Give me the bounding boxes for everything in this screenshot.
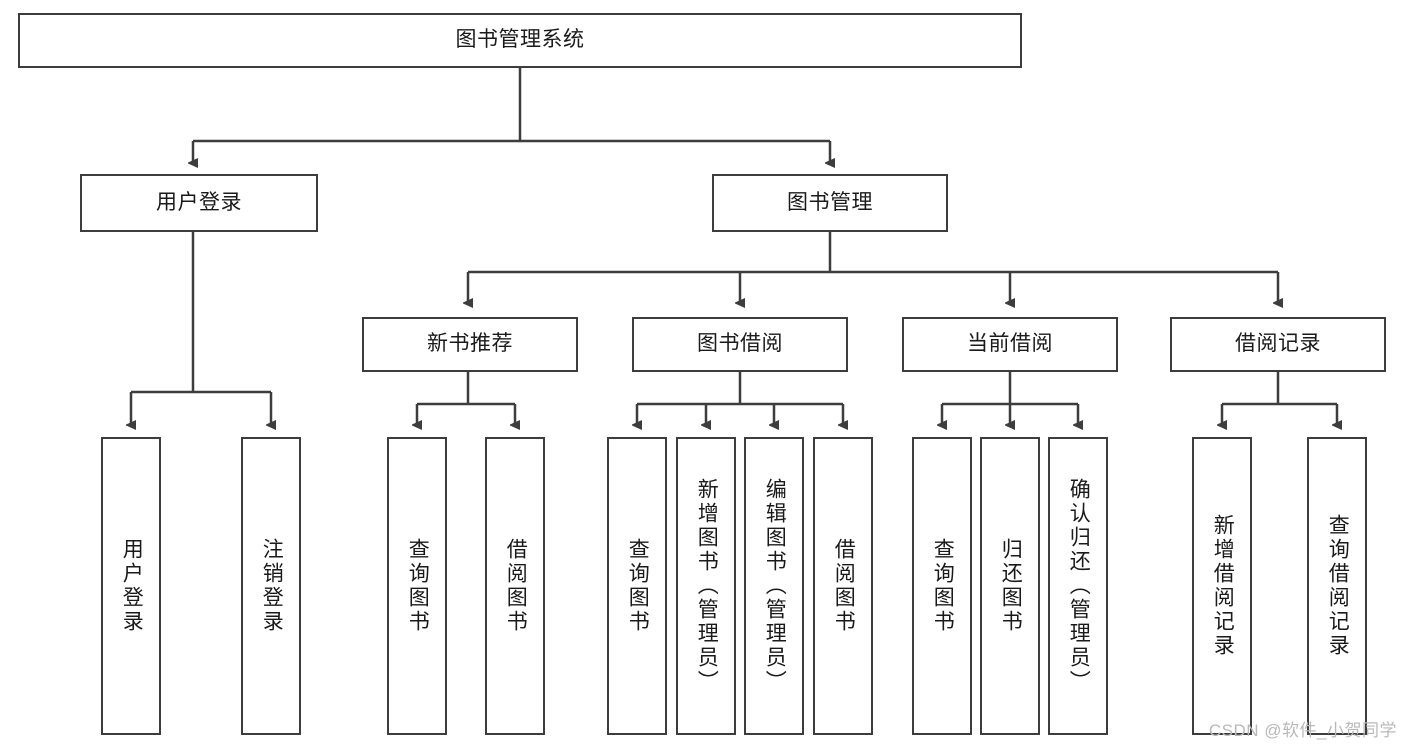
leaf-user-login[interactable]: 用户登录 — [101, 437, 161, 735]
leaf-current-confirm[interactable]: 确认归还（管理员） — [1048, 437, 1108, 735]
leaf-newbook-query-label: 查询图书 — [406, 538, 430, 634]
leaf-borrow-lend[interactable]: 借阅图书 — [813, 437, 873, 735]
node-root-label: 图书管理系统 — [455, 28, 585, 52]
node-new-book-recommend[interactable]: 新书推荐 — [362, 317, 578, 372]
leaf-records-query[interactable]: 查询借阅记录 — [1307, 437, 1367, 735]
leaf-newbook-borrow-label: 借阅图书 — [504, 538, 528, 634]
node-borrow-records[interactable]: 借阅记录 — [1170, 317, 1386, 372]
node-user-login[interactable]: 用户登录 — [80, 174, 318, 232]
leaf-current-return[interactable]: 归还图书 — [980, 437, 1040, 735]
leaf-newbook-query[interactable]: 查询图书 — [387, 437, 447, 735]
leaf-borrow-edit[interactable]: 编辑图书（管理员） — [744, 437, 804, 735]
leaf-borrow-edit-label: 编辑图书（管理员） — [763, 478, 787, 694]
node-borrow-records-label: 借阅记录 — [1235, 332, 1321, 356]
leaf-current-confirm-label: 确认归还（管理员） — [1067, 478, 1091, 694]
leaf-user-logout-label: 注销登录 — [260, 538, 284, 634]
leaf-newbook-borrow[interactable]: 借阅图书 — [485, 437, 545, 735]
node-current-borrow[interactable]: 当前借阅 — [902, 317, 1118, 372]
leaf-records-add-label: 新增借阅记录 — [1211, 514, 1235, 658]
csdn-watermark: CSDN @软件_小贺同学 — [1208, 721, 1397, 740]
leaf-borrow-query-label: 查询图书 — [626, 538, 650, 634]
leaf-borrow-add[interactable]: 新增图书（管理员） — [676, 437, 736, 735]
leaf-borrow-query[interactable]: 查询图书 — [607, 437, 667, 735]
leaf-current-query-label: 查询图书 — [931, 538, 955, 634]
node-user-login-label: 用户登录 — [156, 190, 242, 214]
node-current-borrow-label: 当前借阅 — [967, 332, 1053, 356]
node-book-borrow-label: 图书借阅 — [697, 332, 783, 356]
leaf-current-return-label: 归还图书 — [999, 538, 1023, 634]
leaf-user-logout[interactable]: 注销登录 — [241, 437, 301, 735]
node-book-borrow[interactable]: 图书借阅 — [632, 317, 848, 372]
leaf-records-query-label: 查询借阅记录 — [1326, 514, 1350, 658]
leaf-borrow-lend-label: 借阅图书 — [832, 538, 856, 634]
node-new-book-recommend-label: 新书推荐 — [427, 332, 513, 356]
node-book-management-label: 图书管理 — [787, 190, 873, 214]
node-root[interactable]: 图书管理系统 — [18, 13, 1022, 68]
node-book-management[interactable]: 图书管理 — [712, 174, 948, 232]
leaf-current-query[interactable]: 查询图书 — [912, 437, 972, 735]
leaf-user-login-label: 用户登录 — [120, 538, 144, 634]
leaf-borrow-add-label: 新增图书（管理员） — [695, 478, 719, 694]
leaf-records-add[interactable]: 新增借阅记录 — [1192, 437, 1252, 735]
